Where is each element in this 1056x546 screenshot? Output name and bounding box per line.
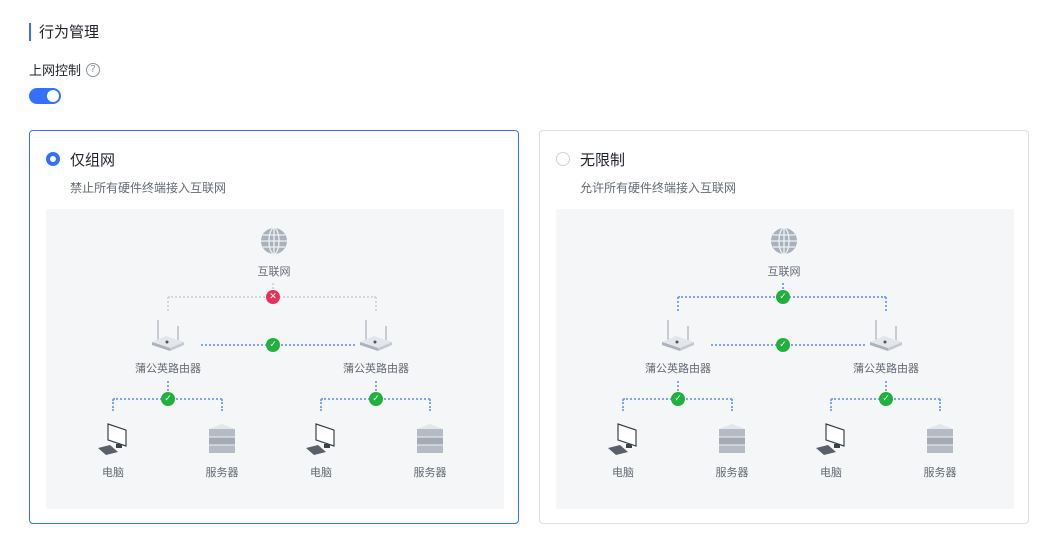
router-icon — [660, 318, 696, 356]
connector-line — [731, 399, 733, 411]
close-circle-icon: ✕ — [266, 290, 280, 304]
connector-line — [167, 297, 169, 311]
connector-line — [320, 399, 322, 411]
globe-icon — [770, 227, 798, 259]
server-icon — [717, 423, 747, 459]
internet-label: 互联网 — [767, 265, 801, 278]
connector-line — [375, 381, 377, 399]
topology-diagram: 互联网 ✕ ✓ 蒲公英路由器 ✓ 电脑 服务器 蒲公英路由器 ✓ 电脑 服务器 — [46, 209, 504, 509]
computer-icon — [814, 422, 848, 460]
internet-control-text: 上网控制 — [29, 64, 82, 79]
option-desc: 禁止所有硬件终端接入互联网 — [70, 181, 227, 195]
option-title: 无限制 — [580, 151, 626, 169]
section-title: 行为管理 — [29, 23, 99, 41]
check-circle-icon: ✓ — [879, 392, 893, 406]
device-label: 电脑 — [310, 466, 332, 479]
globe-icon — [260, 227, 288, 259]
router-label: 蒲公英路由器 — [343, 362, 409, 375]
device-label: 服务器 — [205, 466, 239, 479]
internet-control-label: 上网控制 ? — [29, 60, 101, 79]
option-title: 仅组网 — [70, 151, 116, 169]
connector-line — [622, 399, 624, 411]
device-label: 服务器 — [715, 466, 749, 479]
router-label: 蒲公英路由器 — [645, 362, 711, 375]
router-icon — [150, 318, 186, 356]
connector-line — [112, 399, 114, 411]
question-circle-icon[interactable]: ? — [86, 62, 101, 77]
connector-line — [375, 297, 377, 311]
server-icon — [925, 423, 955, 459]
computer-icon — [304, 422, 338, 460]
connector-line — [830, 399, 832, 411]
connector-line — [939, 399, 941, 411]
computer-icon — [606, 422, 640, 460]
option-card-unlimited[interactable]: 无限制 允许所有硬件终端接入互联网 互联网 ✓ ✓ 蒲公英路由器 ✓ 电脑 服务器 蒲公英路由… — [539, 130, 1029, 524]
check-circle-icon: ✓ — [776, 290, 790, 304]
connector-line — [221, 399, 223, 411]
connector-line — [167, 381, 169, 399]
check-circle-icon: ✓ — [776, 338, 790, 352]
option-card-lan-only[interactable]: 仅组网 禁止所有硬件终端接入互联网 互联网 ✕ ✓ 蒲公英路由器 ✓ 电脑 服务器 蒲公英路由… — [29, 130, 519, 524]
device-label: 服务器 — [413, 466, 447, 479]
device-label: 电脑 — [820, 466, 842, 479]
radio-unlimited[interactable] — [556, 152, 570, 166]
topology-diagram: 互联网 ✓ ✓ 蒲公英路由器 ✓ 电脑 服务器 蒲公英路由器 ✓ 电脑 服务器 — [556, 209, 1014, 509]
check-circle-icon: ✓ — [161, 392, 175, 406]
check-circle-icon: ✓ — [266, 338, 280, 352]
check-circle-icon: ✓ — [369, 392, 383, 406]
internet-control-toggle[interactable] — [29, 88, 61, 104]
connector-line — [885, 381, 887, 399]
connector-line — [677, 381, 679, 399]
radio-lan-only[interactable] — [46, 152, 60, 166]
connector-line — [885, 297, 887, 311]
option-desc: 允许所有硬件终端接入互联网 — [580, 181, 737, 195]
router-icon — [868, 318, 904, 356]
device-label: 电脑 — [102, 466, 124, 479]
check-circle-icon: ✓ — [671, 392, 685, 406]
server-icon — [415, 423, 445, 459]
router-label: 蒲公英路由器 — [853, 362, 919, 375]
device-label: 服务器 — [923, 466, 957, 479]
connector-line — [677, 297, 679, 311]
server-icon — [207, 423, 237, 459]
router-label: 蒲公英路由器 — [135, 362, 201, 375]
connector-line — [429, 399, 431, 411]
router-icon — [358, 318, 394, 356]
computer-icon — [96, 422, 130, 460]
device-label: 电脑 — [612, 466, 634, 479]
internet-label: 互联网 — [257, 265, 291, 278]
